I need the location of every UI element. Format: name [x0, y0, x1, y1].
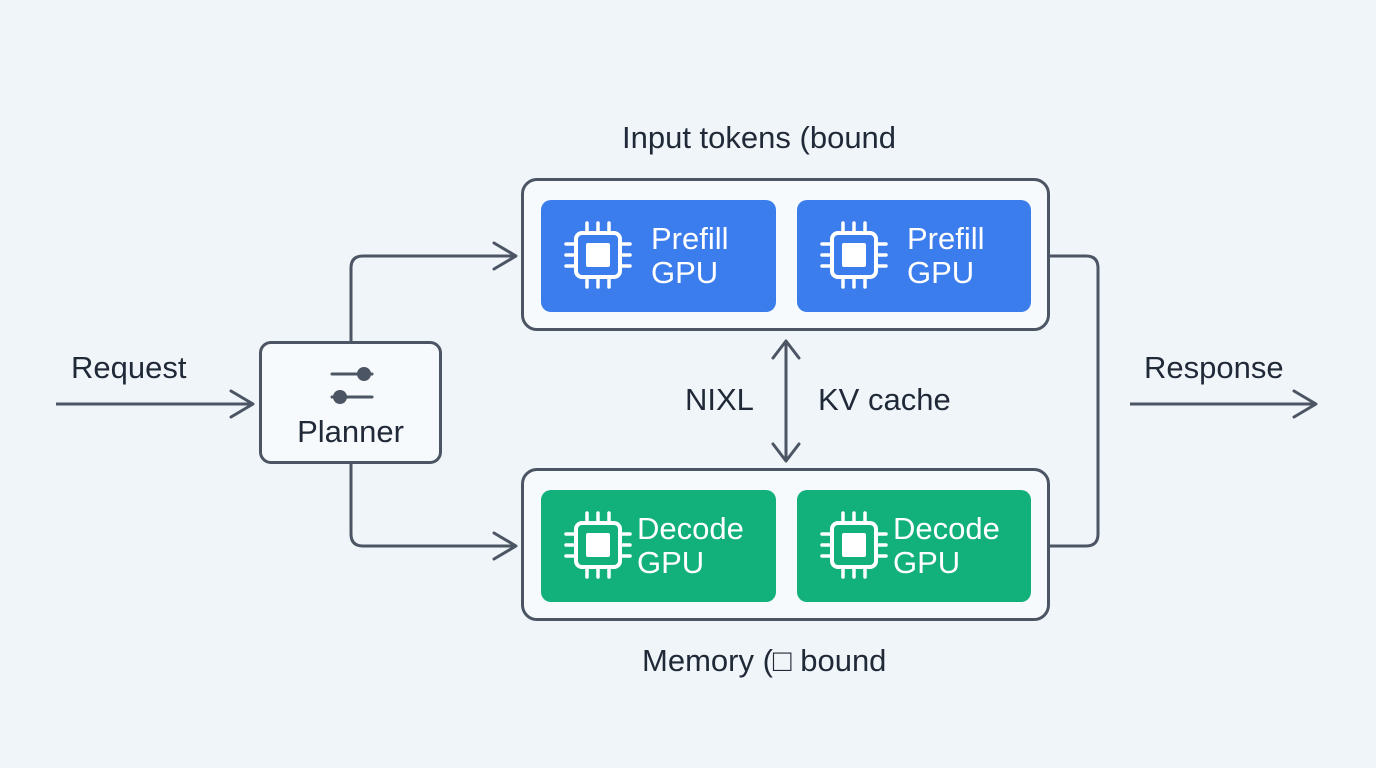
prefill-gpu-1-label: Prefill GPU — [651, 222, 729, 290]
nixl-label: NIXL — [685, 382, 754, 417]
decode-gpu-1-label: Decode GPU — [637, 512, 744, 580]
response-label: Response — [1144, 350, 1284, 385]
prefill-gpu-1: Prefill GPU — [541, 200, 776, 312]
gpu-line1: Decode — [893, 511, 1000, 546]
decode-gpu-2-label: Decode GPU — [893, 512, 1000, 580]
planner-box: Planner — [259, 341, 442, 464]
decode-group: Decode GPU Decode GPU — [521, 468, 1050, 621]
chip-icon — [820, 511, 888, 579]
planner-label: Planner — [297, 414, 404, 449]
gpu-line1: Prefill — [651, 221, 729, 256]
decode-gpu-2: Decode GPU — [797, 490, 1031, 602]
prefill-group: Prefill GPU Prefill GPU — [521, 178, 1050, 331]
request-label: Request — [71, 350, 187, 385]
sliders-icon — [330, 367, 374, 404]
output-bracket — [1050, 254, 1100, 548]
gpu-line1: Prefill — [907, 221, 985, 256]
chip-icon — [564, 221, 632, 289]
gpu-line2: GPU — [637, 545, 705, 580]
decode-group-title: Memory (□ bound — [642, 643, 887, 678]
chip-icon — [564, 511, 632, 579]
planner-to-decode-arrow — [349, 464, 518, 561]
gpu-line1: Decode — [637, 511, 744, 546]
gpu-line2: GPU — [907, 255, 975, 290]
gpu-line2: GPU — [893, 545, 961, 580]
decode-gpu-1: Decode GPU — [541, 490, 776, 602]
kv-cache-label: KV cache — [818, 382, 951, 417]
gpu-line2: GPU — [651, 255, 719, 290]
chip-icon — [820, 221, 888, 289]
planner-to-prefill-arrow — [349, 241, 518, 341]
prefill-gpu-2: Prefill GPU — [797, 200, 1031, 312]
prefill-gpu-2-label: Prefill GPU — [907, 222, 985, 290]
prefill-group-title: Input tokens (bound — [622, 120, 897, 155]
